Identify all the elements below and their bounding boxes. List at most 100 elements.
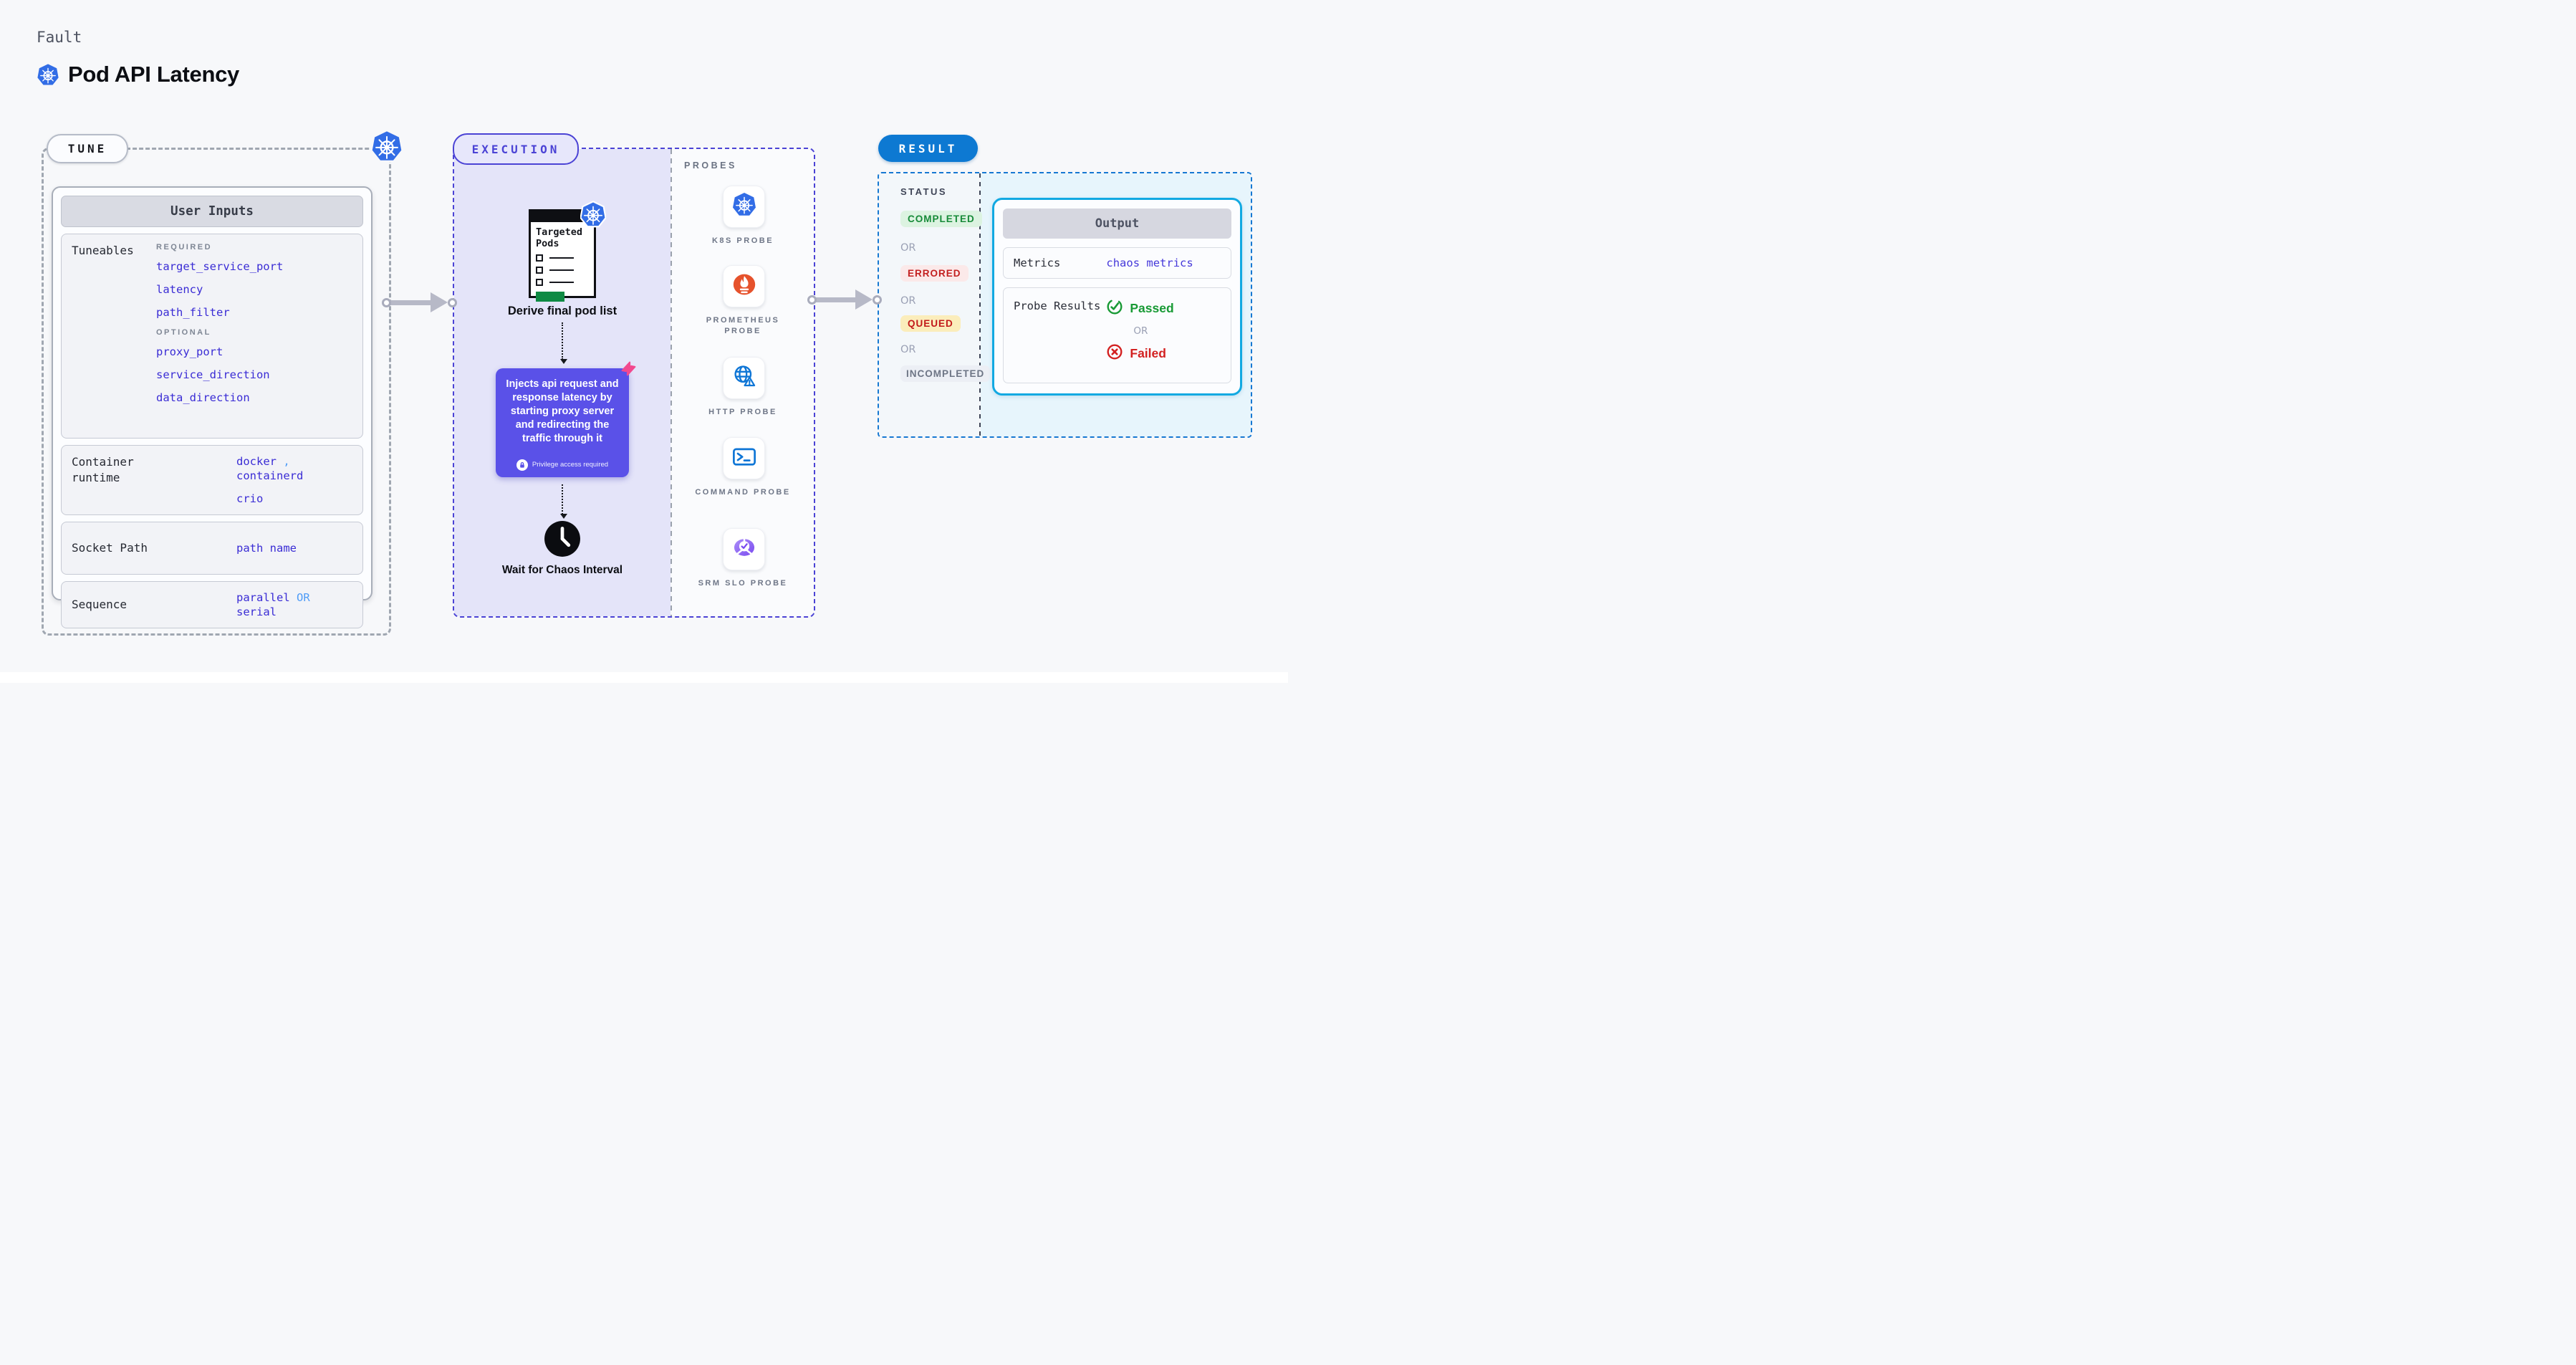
socket-path-value: path name: [236, 542, 297, 555]
result-badge: RESULT: [878, 135, 978, 162]
or-separator: OR: [900, 295, 916, 307]
targeted-pods-title: Targeted Pods: [536, 226, 583, 249]
execution-panel: Targeted Pods: [454, 149, 671, 616]
runtime-containerd: containerd: [236, 469, 304, 482]
lock-icon: [516, 459, 528, 471]
checklist-item: [536, 279, 589, 286]
tune-section: [42, 148, 391, 636]
window-bar: [531, 211, 594, 222]
bottom-strip: [0, 672, 1288, 683]
tune-to-execution-arrow: [382, 292, 458, 313]
probe-label: HTTP PROBE: [708, 408, 777, 416]
tuneables-row: Tuneables REQUIRED target_service_port l…: [61, 234, 363, 439]
sequence-serial: serial: [236, 605, 277, 618]
command-probe-card: [723, 437, 765, 479]
slo-gauge-icon: [731, 535, 757, 564]
status-errored-badge: ERRORED: [900, 265, 969, 282]
probe-results-label: Probe Results: [1014, 300, 1101, 312]
passed-label: Passed: [1130, 301, 1174, 315]
execution-to-result-arrow: [807, 289, 883, 310]
srm-slo-probe-card: [723, 528, 765, 570]
runtime-crio: crio: [236, 492, 264, 505]
tuneable-optional-1: service_direction: [156, 368, 270, 381]
output-card: Output Metrics chaos metrics Probe Resul…: [992, 198, 1242, 396]
or-separator: OR: [1133, 325, 1148, 337]
privilege-note: Privilege access required: [532, 461, 609, 469]
sequence-parallel: parallel: [236, 591, 290, 604]
container-runtime-label: Container runtime: [72, 455, 134, 484]
optional-heading: OPTIONAL: [156, 328, 211, 337]
metrics-row: Metrics chaos metrics: [1003, 247, 1231, 279]
diagram-canvas: Fault Pod API Latency TUNE: [0, 0, 1288, 683]
terminal-icon: [731, 444, 757, 473]
status-heading: STATUS: [900, 186, 948, 197]
socket-path-label: Socket Path: [72, 541, 148, 555]
sequence-label: Sequence: [72, 598, 128, 611]
targeted-pods-icon: Targeted Pods: [529, 201, 607, 302]
chaos-pink-icon: [620, 360, 638, 382]
globe-warning-icon: [731, 363, 757, 393]
metrics-label: Metrics: [1014, 257, 1061, 269]
status-queued-badge: QUEUED: [900, 315, 961, 332]
result-section: STATUS COMPLETED OR ERRORED OR QUEUED OR…: [878, 172, 1252, 438]
result-badge-label: RESULT: [898, 141, 958, 155]
tuneable-required-1: latency: [156, 283, 203, 296]
status-incompleted-badge: INCOMPLETED: [900, 365, 991, 382]
kubernetes-icon: [37, 57, 59, 97]
socket-path-row: Socket Path path name: [61, 522, 363, 575]
divider: [979, 173, 981, 436]
kubernetes-icon: [580, 201, 607, 233]
kubernetes-icon: [731, 192, 757, 221]
or-separator: OR: [900, 344, 916, 355]
failed-label: Failed: [1130, 346, 1166, 360]
tuneable-optional-0: proxy_port: [156, 345, 224, 358]
container-runtime-row: Container runtime docker , containerd cr…: [61, 445, 363, 515]
fault-eyebrow: Fault: [37, 29, 82, 46]
execution-badge: EXECUTION: [453, 133, 579, 165]
connector-arrow: [559, 484, 567, 519]
inject-description: Injects api request and response latency…: [506, 378, 619, 444]
prometheus-icon: [731, 272, 757, 301]
probes-panel: PROBES K8S PRO: [672, 149, 814, 616]
x-circle-icon: [1106, 343, 1123, 364]
runtime-docker: docker: [236, 455, 277, 468]
tuneable-required-0: target_service_port: [156, 260, 284, 273]
progress-bar: [536, 292, 564, 302]
user-inputs-header: User Inputs: [61, 196, 363, 227]
status-completed-badge: COMPLETED: [900, 211, 982, 227]
user-inputs-card: User Inputs Tuneables REQUIRED target_se…: [52, 186, 373, 628]
required-heading: REQUIRED: [156, 243, 213, 252]
tune-badge-label: TUNE: [67, 142, 107, 155]
checklist-item: [536, 267, 589, 274]
output-header: Output: [1003, 209, 1231, 239]
prometheus-probe-card: [723, 265, 765, 307]
execution-section: Targeted Pods: [453, 148, 815, 618]
http-probe-card: [723, 357, 765, 399]
clock-icon: [544, 520, 581, 561]
tuneable-optional-2: data_direction: [156, 391, 250, 404]
probe-results-row: Probe Results Passed OR: [1003, 287, 1231, 383]
page-title: Pod API Latency: [68, 62, 239, 87]
metrics-value: chaos metrics: [1106, 257, 1193, 269]
probe-label: SRM SLO PROBE: [698, 579, 788, 588]
connector-arrow: [559, 322, 567, 364]
tuneables-label: Tuneables: [72, 244, 134, 257]
probe-label: K8S PROBE: [711, 236, 774, 245]
probe-label: COMMAND PROBE: [695, 488, 791, 497]
inject-description-box: Injects api request and response latency…: [496, 361, 636, 477]
sequence-row: Sequence parallel OR serial: [61, 581, 363, 628]
runtime-separator: ,: [283, 455, 290, 468]
sequence-or: OR: [297, 591, 310, 604]
wait-chaos-caption: Wait for Chaos Interval: [501, 564, 623, 576]
kubernetes-icon: [370, 129, 403, 168]
check-circle-icon: [1106, 298, 1123, 319]
execution-badge-label: EXECUTION: [471, 142, 560, 156]
tuneable-required-2: path_filter: [156, 306, 230, 319]
divider: [671, 149, 672, 616]
or-separator: OR: [900, 242, 916, 254]
probe-label: PROMETHEUS PROBE: [706, 316, 780, 335]
probes-heading: PROBES: [684, 161, 737, 171]
tune-badge: TUNE: [47, 134, 128, 163]
derive-pod-list-caption: Derive final pod list: [507, 305, 617, 317]
k8s-probe-card: [723, 186, 765, 228]
